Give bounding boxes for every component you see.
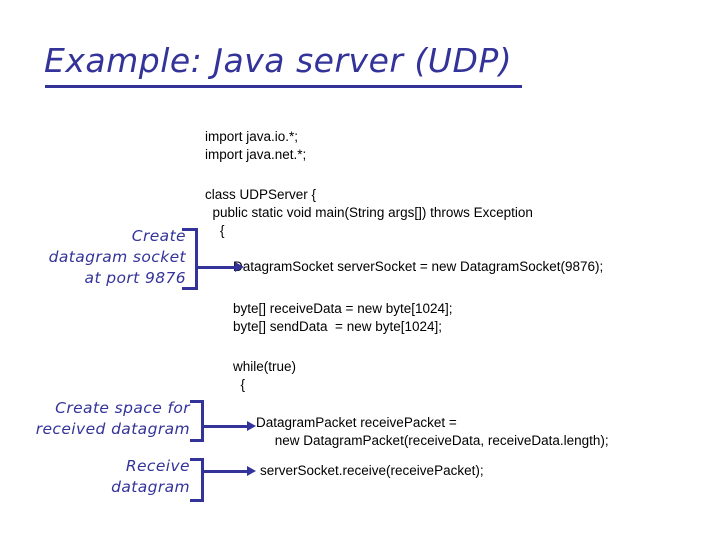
annotation-create-space-for-received-datagram: Create space for received datagram	[35, 399, 190, 438]
arrow-icon-create-socket-line	[198, 266, 236, 269]
annotation-create-datagram-socket: Create datagram socket at port 9876	[48, 227, 186, 287]
code-while-loop: while(true) {	[233, 359, 297, 392]
arrow-icon-create-space-head	[247, 421, 256, 431]
bracket-icon-create-socket	[182, 228, 198, 290]
code-receive-call: serverSocket.receive(receivePacket);	[260, 463, 484, 478]
annotation-receive-datagram: Receive datagram	[111, 457, 190, 496]
arrow-icon-receive-datagram-line	[204, 470, 248, 473]
arrow-icon-create-socket-head	[235, 262, 244, 272]
code-packet-declaration: DatagramPacket receivePacket = new Datag…	[256, 415, 609, 448]
title-underline	[45, 85, 522, 88]
code-class-header: class UDPServer { public static void mai…	[205, 187, 533, 238]
code-imports: import java.io.*; import java.net.*;	[205, 129, 307, 162]
arrow-icon-receive-datagram-head	[247, 466, 256, 476]
code-socket-declaration: DatagramSocket serverSocket = new Datagr…	[233, 259, 604, 274]
page-title: Example: Java server (UDP)	[44, 41, 513, 80]
bracket-icon-receive-datagram	[190, 458, 204, 502]
code-byte-buffers: byte[] receiveData = new byte[1024]; byt…	[233, 301, 453, 334]
arrow-icon-create-space-line	[204, 425, 248, 428]
bracket-icon-create-space	[190, 400, 204, 442]
